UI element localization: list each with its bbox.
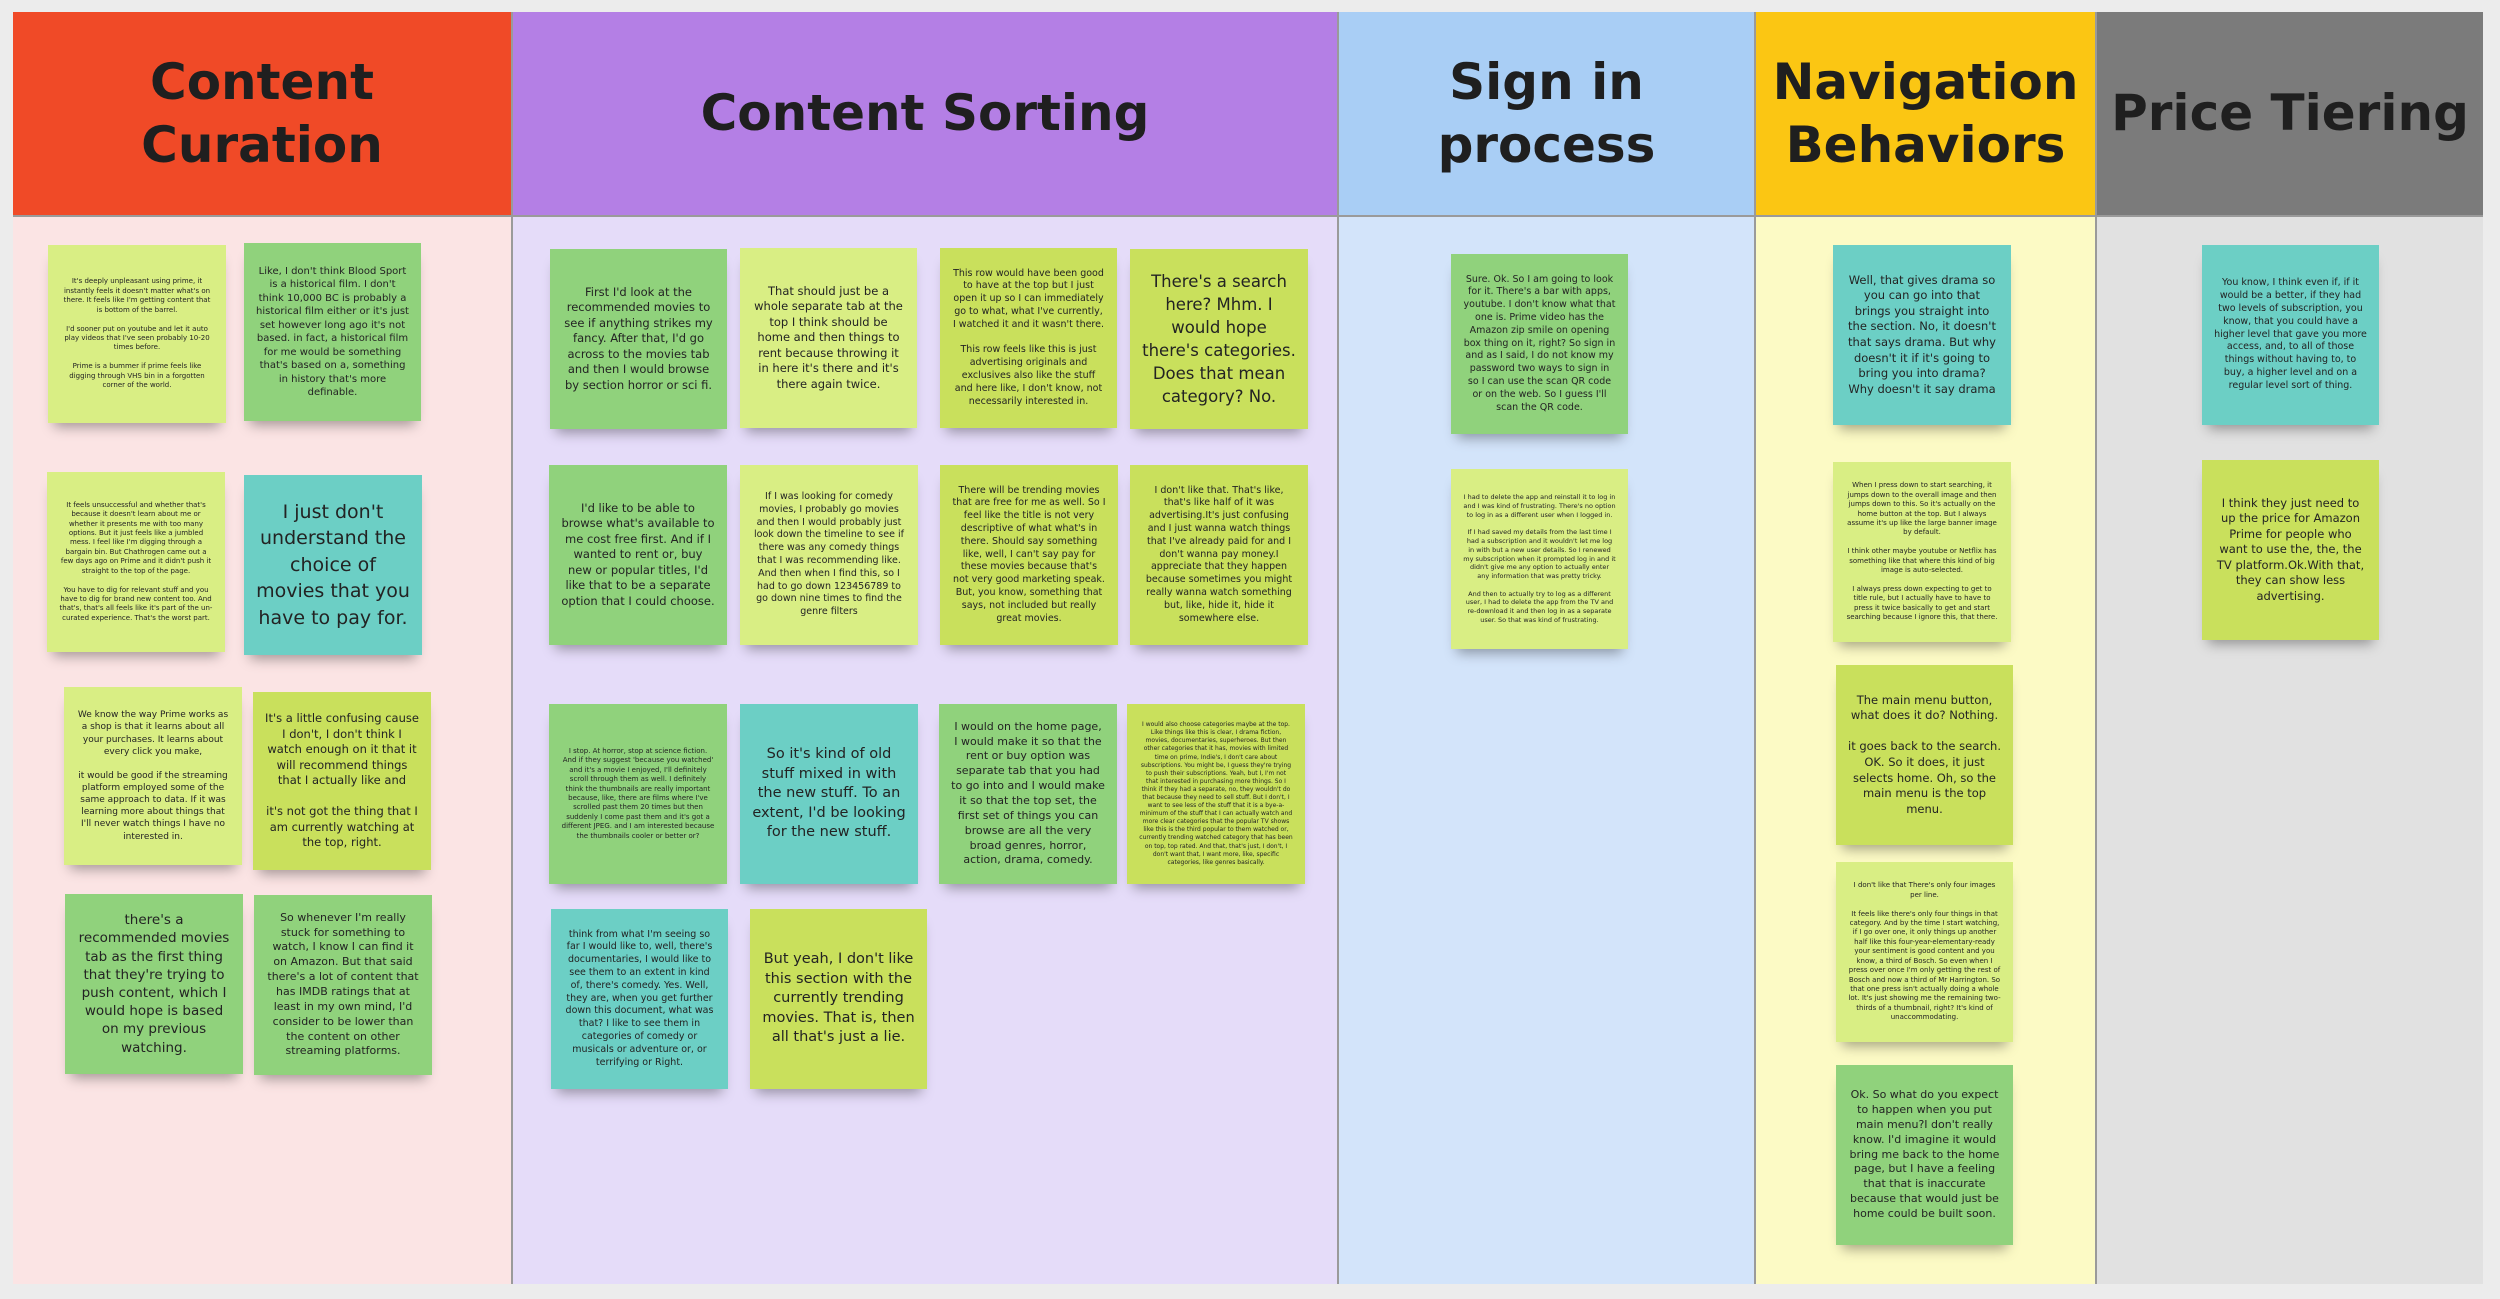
column-title: Price Tiering [2111, 84, 2469, 143]
sticky-note[interactable]: So it's kind of old stuff mixed in with … [740, 704, 918, 884]
column-header: Navigation Behaviors [1756, 12, 2095, 215]
column-body: Well, that gives drama so you can go int… [1756, 215, 2095, 1284]
column-header: Sign in process [1339, 12, 1754, 215]
sticky-note[interactable]: I would on the home page, I would make i… [939, 704, 1117, 884]
column-body: It's deeply unpleasant using prime, it i… [13, 215, 511, 1284]
column-header: Content Curation [13, 12, 511, 215]
column-body: Sure. Ok. So I am going to look for it. … [1339, 215, 1754, 1284]
column-title: Content Curation [141, 53, 383, 174]
sticky-note[interactable]: This row would have been good to have at… [940, 248, 1117, 428]
column-body: You know, I think even if, if it would b… [2097, 215, 2483, 1284]
sticky-note[interactable]: I think they just need to up the price f… [2202, 460, 2379, 640]
column-body: First I'd look at the recommended movies… [513, 215, 1337, 1284]
sticky-note[interactable]: First I'd look at the recommended movies… [550, 249, 727, 429]
sticky-note[interactable]: Ok. So what do you expect to happen when… [1836, 1065, 2013, 1245]
sticky-note[interactable]: Sure. Ok. So I am going to look for it. … [1451, 254, 1628, 434]
sticky-note[interactable]: We know the way Prime works as a shop is… [64, 687, 242, 865]
sticky-note[interactable]: It's deeply unpleasant using prime, it i… [48, 245, 226, 423]
column-title: Content Sorting [700, 84, 1150, 143]
column-title: Navigation Behaviors [1772, 53, 2079, 174]
sticky-note[interactable]: But yeah, I don't like this section with… [750, 909, 927, 1089]
sticky-note[interactable]: I don't like that There's only four imag… [1836, 862, 2013, 1042]
sticky-note[interactable]: There's a search here? Mhm. I would hope… [1130, 249, 1308, 429]
sticky-note[interactable]: I would also choose categories maybe at … [1127, 704, 1305, 884]
sticky-note[interactable]: It feels unsuccessful and whether that's… [47, 472, 225, 652]
sticky-note[interactable]: That should just be a whole separate tab… [740, 248, 917, 428]
column-content-curation: Content Curation It's deeply unpleasant … [13, 12, 513, 1284]
sticky-note[interactable]: I'd like to be able to browse what's ava… [549, 465, 727, 645]
column-header: Price Tiering [2097, 12, 2483, 215]
column-content-sorting: Content Sorting First I'd look at the re… [513, 12, 1339, 1284]
sticky-note[interactable]: You know, I think even if, if it would b… [2202, 245, 2379, 425]
sticky-note[interactable]: I stop. At horror, stop at science ficti… [549, 704, 727, 884]
column-header: Content Sorting [513, 12, 1337, 215]
sticky-note[interactable]: So whenever I'm really stuck for somethi… [254, 895, 432, 1075]
column-title: Sign in process [1437, 53, 1656, 174]
sticky-note[interactable]: think from what I'm seeing so far I woul… [551, 909, 728, 1089]
column-sign-in-process: Sign in process Sure. Ok. So I am going … [1339, 12, 1756, 1284]
sticky-note[interactable]: I had to delete the app and reinstall it… [1451, 469, 1628, 649]
sticky-note[interactable]: Like, I don't think Blood Sport is a his… [244, 243, 421, 421]
column-navigation-behaviors: Navigation Behaviors Well, that gives dr… [1756, 12, 2097, 1284]
sticky-note[interactable]: If I was looking for comedy movies, I pr… [740, 465, 918, 645]
sticky-note[interactable]: There will be trending movies that are f… [940, 465, 1118, 645]
sticky-note[interactable]: there's a recommended movies tab as the … [65, 894, 243, 1074]
sticky-note[interactable]: I just don't understand the choice of mo… [244, 475, 422, 655]
sticky-note[interactable]: I don't like that. That's like, that's l… [1130, 465, 1308, 645]
sticky-note[interactable]: It's a little confusing cause I don't, I… [253, 692, 431, 870]
column-price-tiering: Price Tiering You know, I think even if,… [2097, 12, 2483, 1284]
sticky-note[interactable]: Well, that gives drama so you can go int… [1833, 245, 2011, 425]
sticky-note[interactable]: When I press down to start searching, it… [1833, 462, 2011, 642]
sticky-note[interactable]: The main menu button, what does it do? N… [1836, 665, 2013, 845]
